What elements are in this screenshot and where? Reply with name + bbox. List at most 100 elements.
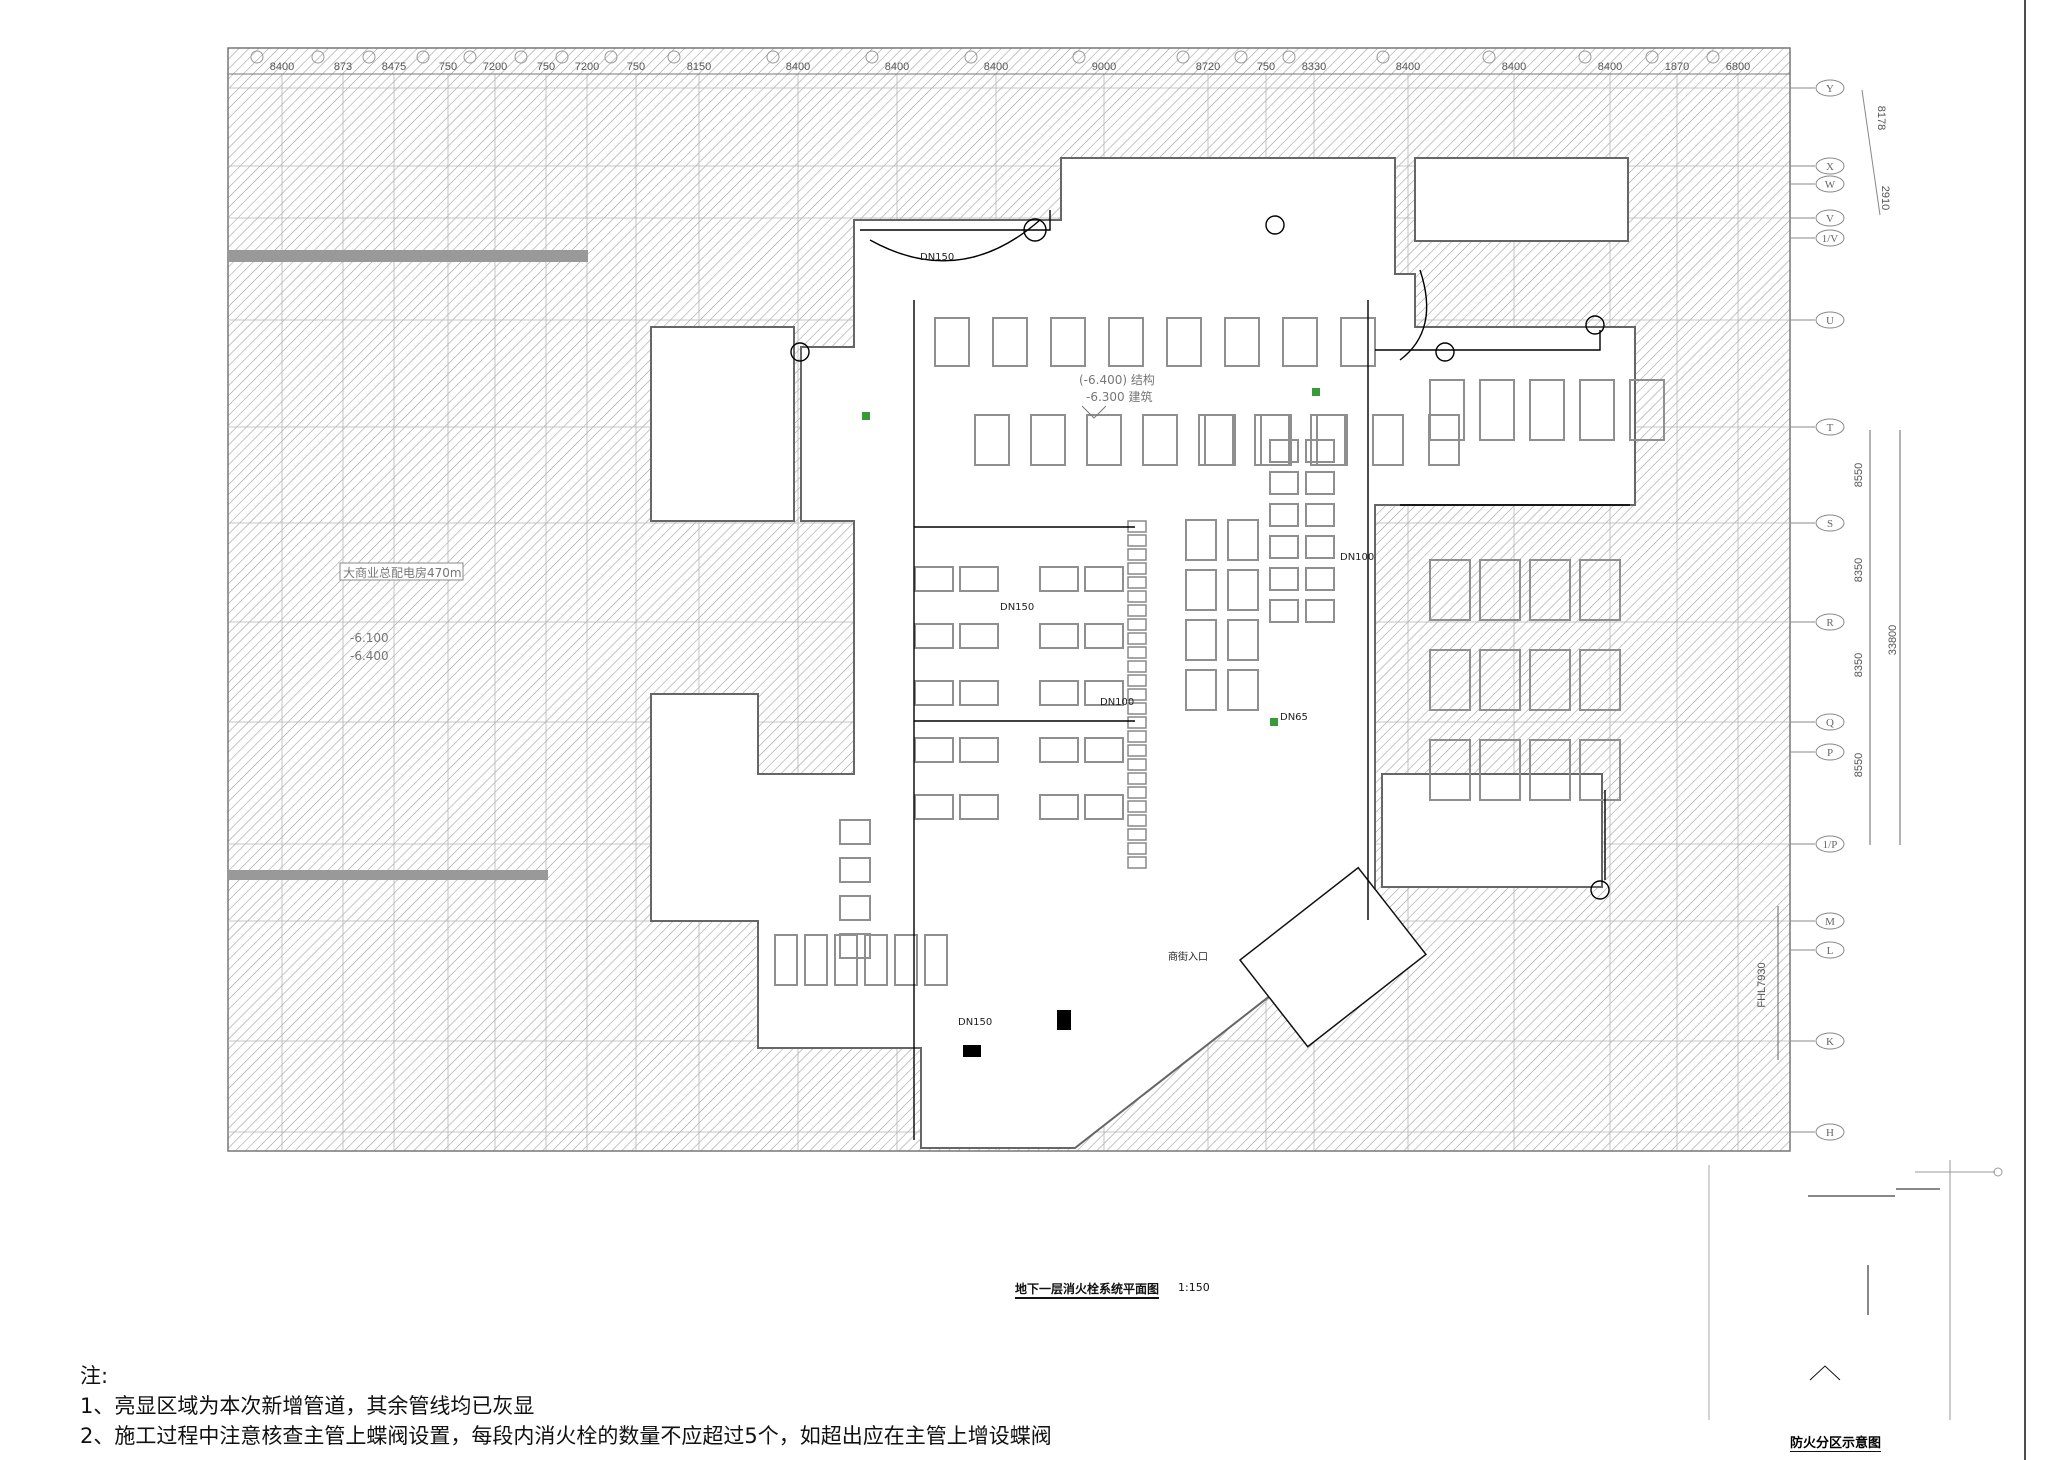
top-dimension-label: 873 [334, 61, 352, 73]
elevation-label: -6.400 [350, 649, 389, 663]
fixture [1166, 317, 1202, 367]
fixture [1305, 567, 1335, 591]
drawing-title: 地下一层消火栓系统平面图 [1015, 1280, 1160, 1299]
axis-bubble [1815, 79, 1845, 97]
fire-hydrant-cabinet [1057, 1010, 1071, 1030]
pipe-size-label: DN150 [1000, 602, 1034, 613]
fixture [1629, 379, 1665, 441]
fixture [1269, 599, 1299, 623]
fixture [1429, 559, 1471, 621]
fixture [914, 737, 954, 763]
rack [1127, 674, 1147, 687]
axis-label: T [1827, 422, 1834, 434]
fixture [1479, 739, 1521, 801]
axis-label: L [1827, 945, 1834, 957]
top-dimension-label: 8400 [1502, 61, 1526, 73]
fire-shutter-label: FHL7930 [1756, 962, 1768, 1007]
fixture [839, 895, 871, 921]
fixture [1204, 414, 1236, 466]
fixture [1084, 794, 1124, 820]
axis-bubble [1815, 175, 1845, 193]
axis-bubble [1815, 743, 1845, 761]
skew-dimension-b: 2910 [1879, 186, 1891, 210]
fixture [1108, 317, 1144, 367]
axis-bubble [1815, 209, 1845, 227]
top-dimension-label: 750 [439, 61, 457, 73]
right-dimension-chain [1777, 430, 1901, 1060]
notes-heading: 注: [80, 1364, 109, 1388]
axis-bubble [1815, 514, 1845, 532]
fixture [1579, 379, 1615, 441]
fixture [1039, 737, 1079, 763]
axis-bubble [1815, 157, 1845, 175]
fixture [1269, 439, 1299, 463]
rack [1127, 702, 1147, 715]
pipe-size-label: DN100 [1340, 552, 1374, 563]
rack [1127, 856, 1147, 869]
elevation-label: -6.100 [350, 631, 389, 645]
fixture [1340, 317, 1376, 367]
axis-bubble [1815, 1123, 1845, 1141]
top-dimension-label: 750 [1257, 61, 1275, 73]
fixture [1086, 414, 1122, 466]
power-room-label: 大商业总配电房470m [343, 565, 462, 580]
entrance-building [1238, 866, 1427, 1048]
hydrant-highlight [1312, 388, 1320, 396]
fixture [1305, 535, 1335, 559]
axis-bubble [1815, 835, 1845, 853]
top-dimension-label: 1870 [1665, 61, 1689, 73]
fixture [914, 680, 954, 706]
fixture [1269, 503, 1299, 527]
fixture [1084, 566, 1124, 592]
axis-label: 1/P [1823, 839, 1838, 851]
rack [1127, 814, 1147, 827]
fixture [914, 566, 954, 592]
rack [1127, 618, 1147, 631]
top-dimension-label: 9000 [1092, 61, 1116, 73]
fixture [1185, 569, 1217, 611]
fixture [1579, 739, 1621, 801]
fixture [1529, 559, 1571, 621]
fixture [1084, 680, 1124, 706]
axis-label: H [1826, 1127, 1834, 1139]
axis-label: K [1826, 1036, 1834, 1048]
right-dimension-label: 8550 [1853, 463, 1865, 487]
fixture [924, 934, 948, 986]
hydrant-highlight [1270, 718, 1278, 726]
fixture [804, 934, 828, 986]
axis-label: R [1826, 617, 1834, 629]
fixture [959, 623, 999, 649]
rack [1127, 716, 1147, 729]
fixture [959, 737, 999, 763]
axis-bubble [1815, 418, 1845, 436]
rack [1127, 660, 1147, 673]
right-dimension-label: 8350 [1853, 558, 1865, 582]
fixture [1479, 649, 1521, 711]
note-item-1: 1、亮显区域为本次新增管道，其余管线均已灰显 [80, 1394, 535, 1418]
fixture [839, 933, 871, 959]
pipe-size-label: DN65 [1280, 712, 1308, 723]
legend-title: 防火分区示意图 [1790, 1432, 1882, 1452]
fixture [1227, 619, 1259, 661]
axis-label: V [1826, 213, 1834, 225]
fixture [1185, 669, 1217, 711]
fixture [1227, 519, 1259, 561]
top-dimension-label: 8400 [786, 61, 810, 73]
fixture [1305, 471, 1335, 495]
rack [1127, 534, 1147, 547]
fixture [1039, 680, 1079, 706]
axis-label: Q [1826, 717, 1834, 729]
fire-hydrant-pipes [790, 210, 1630, 1140]
fixture [1305, 439, 1335, 463]
fixture [839, 819, 871, 845]
pipe-size-label: DN150 [920, 252, 954, 263]
axis-label: M [1825, 916, 1835, 928]
fixture [974, 414, 1010, 466]
note-item-2: 2、施工过程中注意核查主管上蝶阀设置，每段内消火栓的数量不应超过5个，如超出应在… [80, 1424, 1052, 1448]
fixture [1529, 649, 1571, 711]
fixture [1039, 623, 1079, 649]
axis-label: X [1826, 161, 1834, 173]
fixture [959, 680, 999, 706]
fixture [992, 317, 1028, 367]
